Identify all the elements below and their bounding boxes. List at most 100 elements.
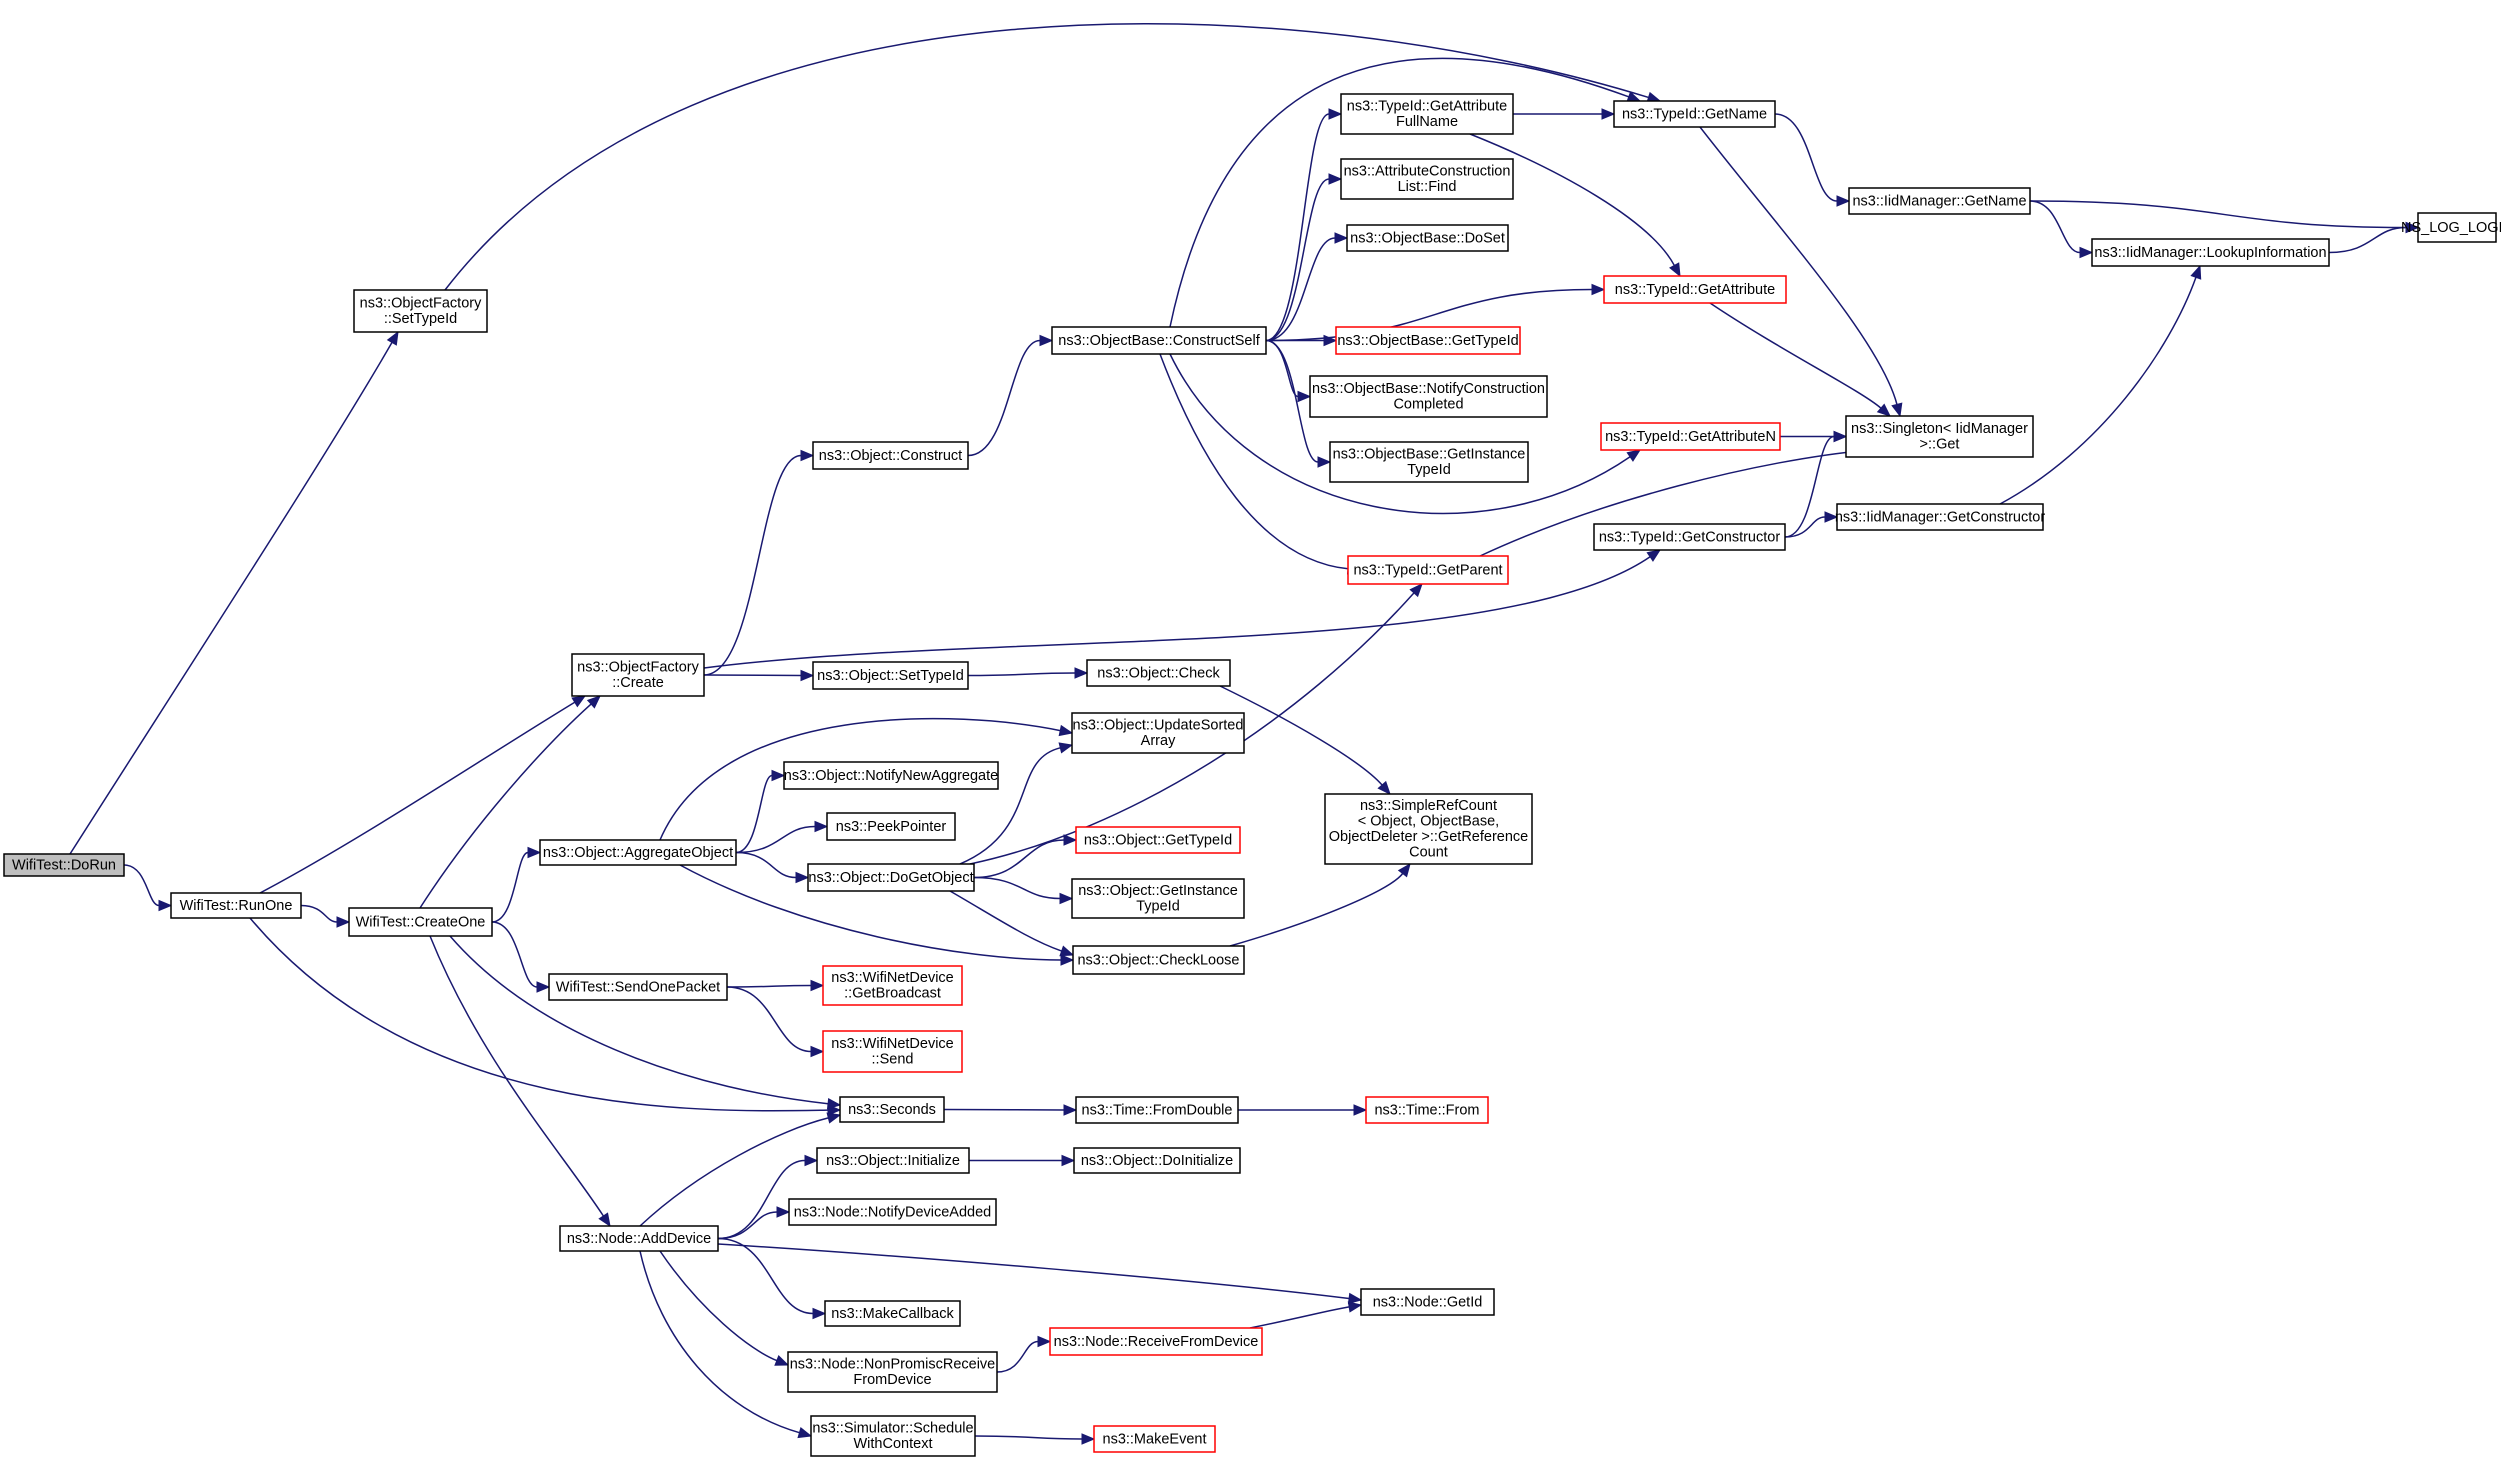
node-box [1340, 93, 1514, 135]
node-createone[interactable]: WifiTest::CreateOne [348, 907, 493, 937]
node-singleton_get[interactable]: ns3::Singleton< IidManager >::Get [1845, 415, 2034, 458]
node-doinitialize[interactable]: ns3::Object::DoInitialize [1073, 1147, 1241, 1174]
edge-line [973, 839, 1065, 879]
node-seconds[interactable]: ns3::Seconds [839, 1096, 945, 1123]
edge-arrowhead [810, 1045, 825, 1058]
node-tid_getparent[interactable]: ns3::TypeId::GetParent [1347, 555, 1509, 585]
edge-line [259, 701, 576, 894]
edge-line [717, 1211, 778, 1240]
node-sendonepacket[interactable]: WifiTest::SendOnePacket [548, 973, 728, 1001]
node-of_create[interactable]: ns3::ObjectFactory::Create [571, 653, 705, 697]
node-box [1071, 878, 1245, 919]
node-adddevice[interactable]: ns3::Node::AddDevice [559, 1225, 719, 1252]
node-box [1051, 326, 1267, 355]
node-obj_initialize[interactable]: ns3::Object::Initialize [816, 1147, 970, 1174]
node-label: Count [1409, 845, 1448, 861]
node-simplerefcount[interactable]: ns3::SimpleRefCount< Object, ObjectBase,… [1324, 793, 1533, 865]
edge-line [703, 556, 1651, 669]
edge-arrowhead [797, 1427, 813, 1439]
node-label: ns3::Object::Initialize [826, 1153, 960, 1169]
node-tid_getconstructor[interactable]: ns3::TypeId::GetConstructor [1593, 523, 1786, 551]
node-tid_getattribute[interactable]: ns3::TypeId::GetAttribute [1603, 275, 1787, 304]
edge-line [974, 1435, 1083, 1440]
node-box [816, 1147, 970, 1174]
edge-arrowhead [826, 1112, 842, 1124]
edge-obj_construct-to-constructself [967, 334, 1054, 457]
edge-arrowhead [1323, 334, 1338, 347]
node-aggregate[interactable]: ns3::Object::AggregateObject [539, 839, 737, 866]
node-box [807, 863, 975, 892]
node-box [810, 1415, 976, 1457]
node-node_getid[interactable]: ns3::Node::GetId [1360, 1288, 1495, 1316]
edge-aggregate-to-peekpointer [735, 820, 829, 854]
edge-arrowhead [1063, 1104, 1078, 1116]
node-box [2091, 238, 2330, 267]
node-label: ::Create [612, 675, 664, 691]
node-time_from[interactable]: ns3::Time::From [1365, 1096, 1489, 1124]
edge-createone-to-aggregate [491, 846, 542, 923]
node-of_settypeid[interactable]: ns3::ObjectFactory::SetTypeId [353, 289, 488, 333]
node-ob_doset[interactable]: ns3::ObjectBase::DoSet [1346, 224, 1509, 252]
node-box [1086, 659, 1231, 687]
node-box [812, 441, 969, 470]
node-dogetobject[interactable]: ns3::Object::DoGetObject [807, 863, 975, 892]
node-obj_check[interactable]: ns3::Object::Check [1086, 659, 1231, 687]
edge-sendonepacket-to-wnd_getbroadcast [726, 979, 825, 992]
node-peekpointer[interactable]: ns3::PeekPointer [826, 812, 956, 841]
node-obj_settypeid[interactable]: ns3::Object::SetTypeId [812, 661, 969, 690]
node-box [1075, 826, 1241, 854]
edge-line [967, 339, 1041, 457]
node-box [571, 653, 705, 697]
edge-adddevice-to-schedulewithcontext [639, 1250, 813, 1439]
node-obj_gettypeid[interactable]: ns3::Object::GetTypeId [1075, 826, 1241, 854]
node-label: ns3::Node::AddDevice [567, 1231, 711, 1247]
node-box [1365, 1096, 1489, 1124]
edge-line [949, 890, 1062, 952]
node-label: ns3::Singleton< IidManager [1851, 421, 2028, 437]
node-ns_log_logic[interactable]: NS_LOG_LOGIC [2401, 212, 2501, 243]
node-iid_getconstructor[interactable]: ns3::IidManager::GetConstructor [1835, 503, 2046, 531]
node-checkloose[interactable]: ns3::Object::CheckLoose [1072, 945, 1245, 975]
edge-dogetobject-to-updatesorted [959, 742, 1074, 865]
node-notifynewagg[interactable]: ns3::Object::NotifyNewAggregate [783, 761, 999, 790]
node-label: ns3::ObjectBase::GetTypeId [1337, 333, 1518, 349]
node-notifydeviceadded[interactable]: ns3::Node::NotifyDeviceAdded [788, 1198, 997, 1226]
node-ob_notifyconstruction[interactable]: ns3::ObjectBase::NotifyConstructionCompl… [1309, 375, 1548, 418]
edge-constructself-to-acl_find [1265, 173, 1343, 342]
node-wnd_send[interactable]: ns3::WifiNetDevice::Send [822, 1030, 963, 1073]
node-time_fromdouble[interactable]: ns3::Time::FromDouble [1075, 1096, 1239, 1124]
node-makecallback[interactable]: ns3::MakeCallback [824, 1300, 961, 1327]
node-constructself[interactable]: ns3::ObjectBase::ConstructSelf [1051, 326, 1267, 355]
edge-tid_getname-to-iid_getname [1774, 113, 1851, 207]
node-label: ns3::ObjectBase::GetInstance [1333, 447, 1526, 463]
node-tid_getname[interactable]: ns3::TypeId::GetName [1613, 100, 1776, 128]
node-label: ns3::PeekPointer [836, 819, 947, 835]
node-iid_getname[interactable]: ns3::IidManager::GetName [1848, 187, 2031, 215]
node-ob_gettypeid[interactable]: ns3::ObjectBase::GetTypeId [1335, 326, 1521, 355]
node-receivefromdevice[interactable]: ns3::Node::ReceiveFromDevice [1049, 1327, 1263, 1356]
node-makeevent[interactable]: ns3::MakeEvent [1093, 1425, 1216, 1453]
node-tid_getattributen[interactable]: ns3::TypeId::GetAttributeN [1600, 422, 1781, 451]
edge-arrowhead [1063, 834, 1078, 846]
node-runone[interactable]: WifiTest::RunOne [170, 892, 302, 919]
edge-arrowhead [1591, 283, 1606, 296]
node-box [548, 973, 728, 1001]
nodes-layer: WifiTest::DoRunWifiTest::RunOneWifiTest:… [3, 93, 2501, 1457]
edge-obj_check-to-simplerefcount [1219, 685, 1391, 795]
node-obj_construct[interactable]: ns3::Object::Construct [812, 441, 969, 470]
edge-arrowhead [2079, 246, 2094, 259]
node-label: ns3::ObjectFactory [360, 296, 482, 312]
node-box [839, 1096, 945, 1123]
node-wnd_getbroadcast[interactable]: ns3::WifiNetDevice::GetBroadcast [822, 965, 963, 1006]
node-iid_lookup[interactable]: ns3::IidManager::LookupInformation [2091, 238, 2330, 267]
edge-arrowhead [2405, 221, 2420, 234]
node-label: ns3::Object::Construct [819, 448, 962, 464]
